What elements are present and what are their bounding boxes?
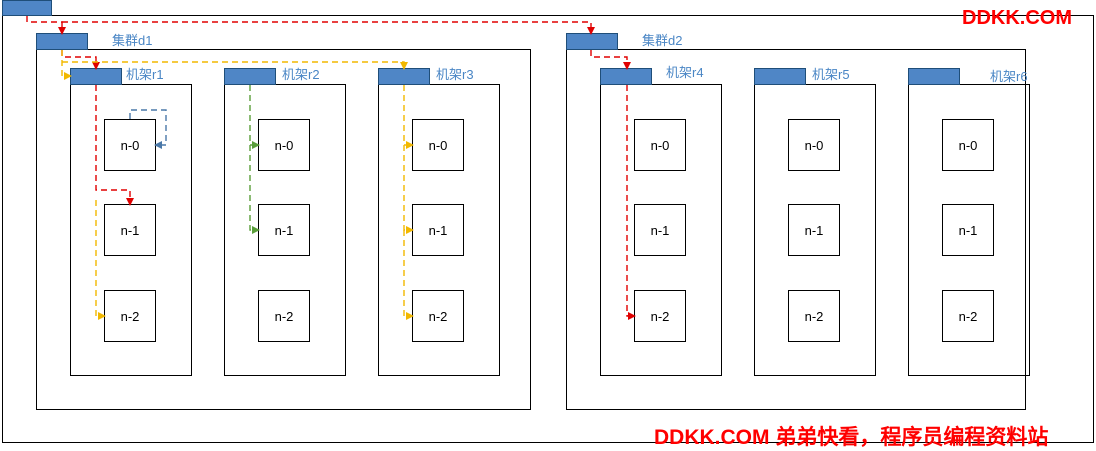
rack-r3 xyxy=(378,84,500,376)
node-r1-n1: n-1 xyxy=(104,204,156,256)
arrow-yellow-d1-r3 xyxy=(62,61,408,70)
rack-r5-label: 机架r5 xyxy=(812,67,850,82)
arrow-red-root-d1 xyxy=(26,16,66,35)
cluster-d2-label: 集群d2 xyxy=(642,33,683,48)
node-r3-n1: n-1 xyxy=(412,204,464,256)
rack-r4-label: 机架r4 xyxy=(666,65,704,80)
arrow-yellow-r3-n0 xyxy=(403,85,414,149)
rack-r6-label: 机架r6 xyxy=(990,69,1028,84)
rack-r6-tab xyxy=(908,68,960,85)
rack-r5 xyxy=(754,84,876,376)
rack-r1-label: 机架r1 xyxy=(126,67,164,82)
cluster-d1-label: 集群d1 xyxy=(112,33,153,48)
node-r5-n0: n-0 xyxy=(788,119,840,171)
arrow-red-r1-n1 xyxy=(95,85,134,206)
node-r6-n2: n-2 xyxy=(942,290,994,342)
node-r6-n1: n-1 xyxy=(942,204,994,256)
rack-r2-tab xyxy=(224,68,276,85)
root-tab xyxy=(2,0,52,16)
node-r4-n1: n-1 xyxy=(634,204,686,256)
rack-r6 xyxy=(908,84,1030,376)
node-r5-n1: n-1 xyxy=(788,204,840,256)
watermark-top: DDKK.COM xyxy=(962,7,1072,29)
arrow-green-r2-n1 xyxy=(249,145,260,234)
rack-r4 xyxy=(600,84,722,376)
arrow-red-d1-r1 xyxy=(61,50,100,70)
arrow-green-r2-n0 xyxy=(249,85,260,149)
arrow-yellow-r1-n2 xyxy=(95,200,106,320)
arrow-yellow-r3-n1 xyxy=(403,145,414,234)
watermark-bottom: DDKK.COM 弟弟快看，程序员编程资料站 xyxy=(654,426,1049,449)
arrow-blue-self-loop xyxy=(129,109,167,149)
node-r5-n2: n-2 xyxy=(788,290,840,342)
node-r3-n0: n-0 xyxy=(412,119,464,171)
node-r2-n1: n-1 xyxy=(258,204,310,256)
arrow-yellow-r3-n2 xyxy=(403,230,414,320)
rack-r5-tab xyxy=(754,68,806,85)
cluster-d1 xyxy=(36,49,531,410)
arrow-red-r4-n2 xyxy=(626,85,636,320)
node-r1-n2: n-2 xyxy=(104,290,156,342)
rack-r2-label: 机架r2 xyxy=(282,67,320,82)
node-r2-n2: n-2 xyxy=(258,290,310,342)
node-r4-n0: n-0 xyxy=(634,119,686,171)
node-r1-n0: n-0 xyxy=(104,119,156,171)
root-container xyxy=(2,15,1094,443)
arrow-red-d2-r4 xyxy=(590,50,631,70)
arrow-yellow-d1-r1 xyxy=(61,50,72,80)
arrow-red-root-d2 xyxy=(62,21,595,35)
node-r6-n0: n-0 xyxy=(942,119,994,171)
rack-r3-label: 机架r3 xyxy=(436,67,474,82)
cluster-d2 xyxy=(566,49,1026,410)
rack-r1 xyxy=(70,84,192,376)
rack-r2 xyxy=(224,84,346,376)
